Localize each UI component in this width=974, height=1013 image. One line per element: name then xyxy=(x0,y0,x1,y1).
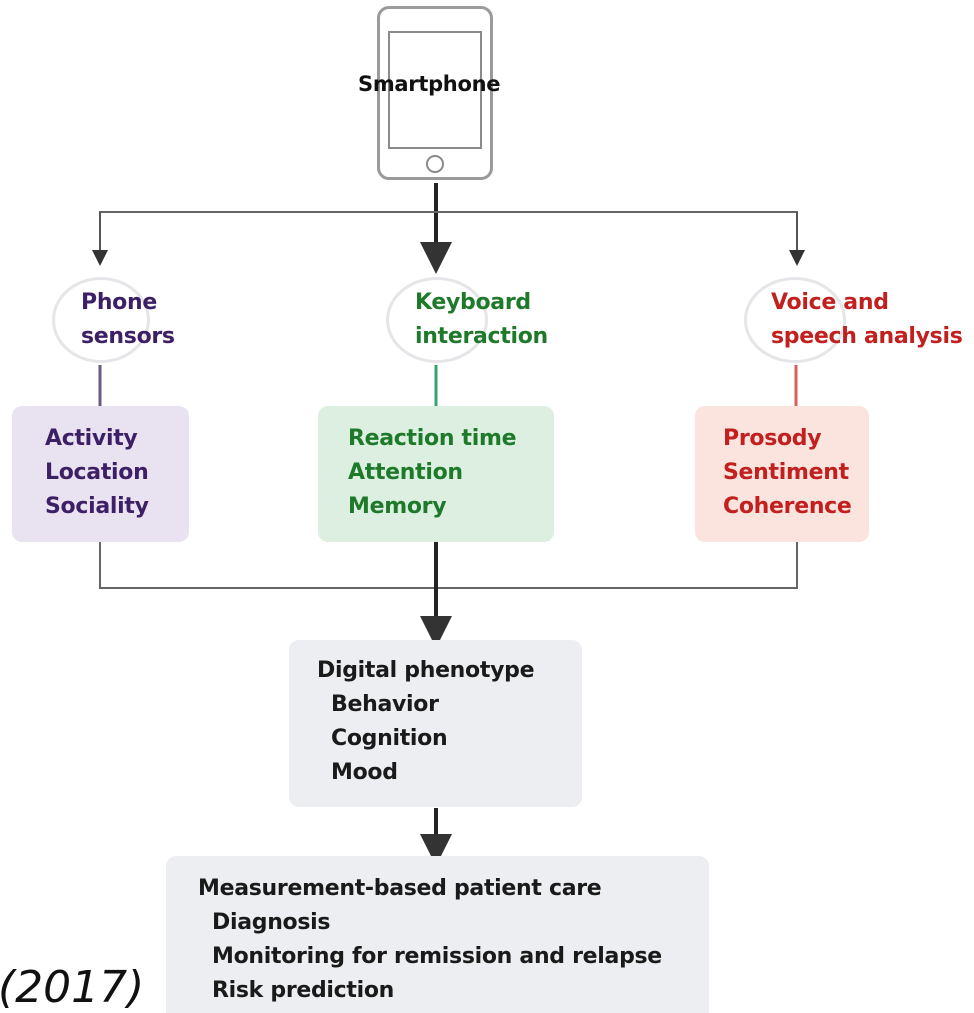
voice-line-1: Voice and xyxy=(771,290,889,315)
feature-activity: Activity xyxy=(45,426,138,451)
phenotype-behavior: Behavior xyxy=(331,692,439,717)
merge-line xyxy=(99,542,798,589)
feature-sociality: Sociality xyxy=(45,494,149,519)
phenotype-cognition: Cognition xyxy=(331,726,448,751)
measurement-care-title: Measurement-based patient care xyxy=(198,876,602,901)
phone-sensors-label: Phone sensors xyxy=(81,286,175,354)
keyboard-line-1: Keyboard xyxy=(415,290,531,315)
measurement-care-box: Measurement-based patient care Diagnosis… xyxy=(166,856,709,1013)
voice-speech-label: Voice and speech analysis xyxy=(771,286,963,354)
keyboard-bubble xyxy=(386,277,488,363)
feature-prosody: Prosody xyxy=(723,426,822,451)
phenotype-mood: Mood xyxy=(331,760,398,785)
feature-coherence: Coherence xyxy=(723,494,852,519)
digital-phenotype-box: Digital phenotype Behavior Cognition Moo… xyxy=(289,640,582,807)
keyboard-interaction-label: Keyboard interaction xyxy=(415,286,548,354)
voice-features-box: Prosody Sentiment Coherence xyxy=(695,406,869,542)
feature-sentiment: Sentiment xyxy=(723,460,849,485)
feature-memory: Memory xyxy=(348,494,447,519)
voice-line-2: speech analysis xyxy=(771,324,963,349)
phone-sensors-features-box: Activity Location Sociality xyxy=(12,406,189,542)
keyboard-features-box: Reaction time Attention Memory xyxy=(318,406,554,542)
smartphone-icon xyxy=(377,6,493,180)
phone-sensors-line-2: sensors xyxy=(81,324,175,349)
care-risk-prediction: Risk prediction xyxy=(212,978,395,1003)
phone-sensors-bubble xyxy=(52,277,150,363)
smartphone-label: Smartphone xyxy=(358,72,501,96)
phone-sensors-line-1: Phone xyxy=(81,290,157,315)
care-monitoring: Monitoring for remission and relapse xyxy=(212,944,662,969)
feature-reaction-time: Reaction time xyxy=(348,426,517,451)
voice-bubble xyxy=(744,277,846,363)
feature-location: Location xyxy=(45,460,149,485)
keyboard-line-2: interaction xyxy=(415,324,548,349)
branch-line xyxy=(99,211,798,255)
care-diagnosis: Diagnosis xyxy=(212,910,331,935)
digital-phenotype-title: Digital phenotype xyxy=(317,658,535,683)
citation-year: (2017) xyxy=(0,962,145,1013)
feature-attention: Attention xyxy=(348,460,463,485)
